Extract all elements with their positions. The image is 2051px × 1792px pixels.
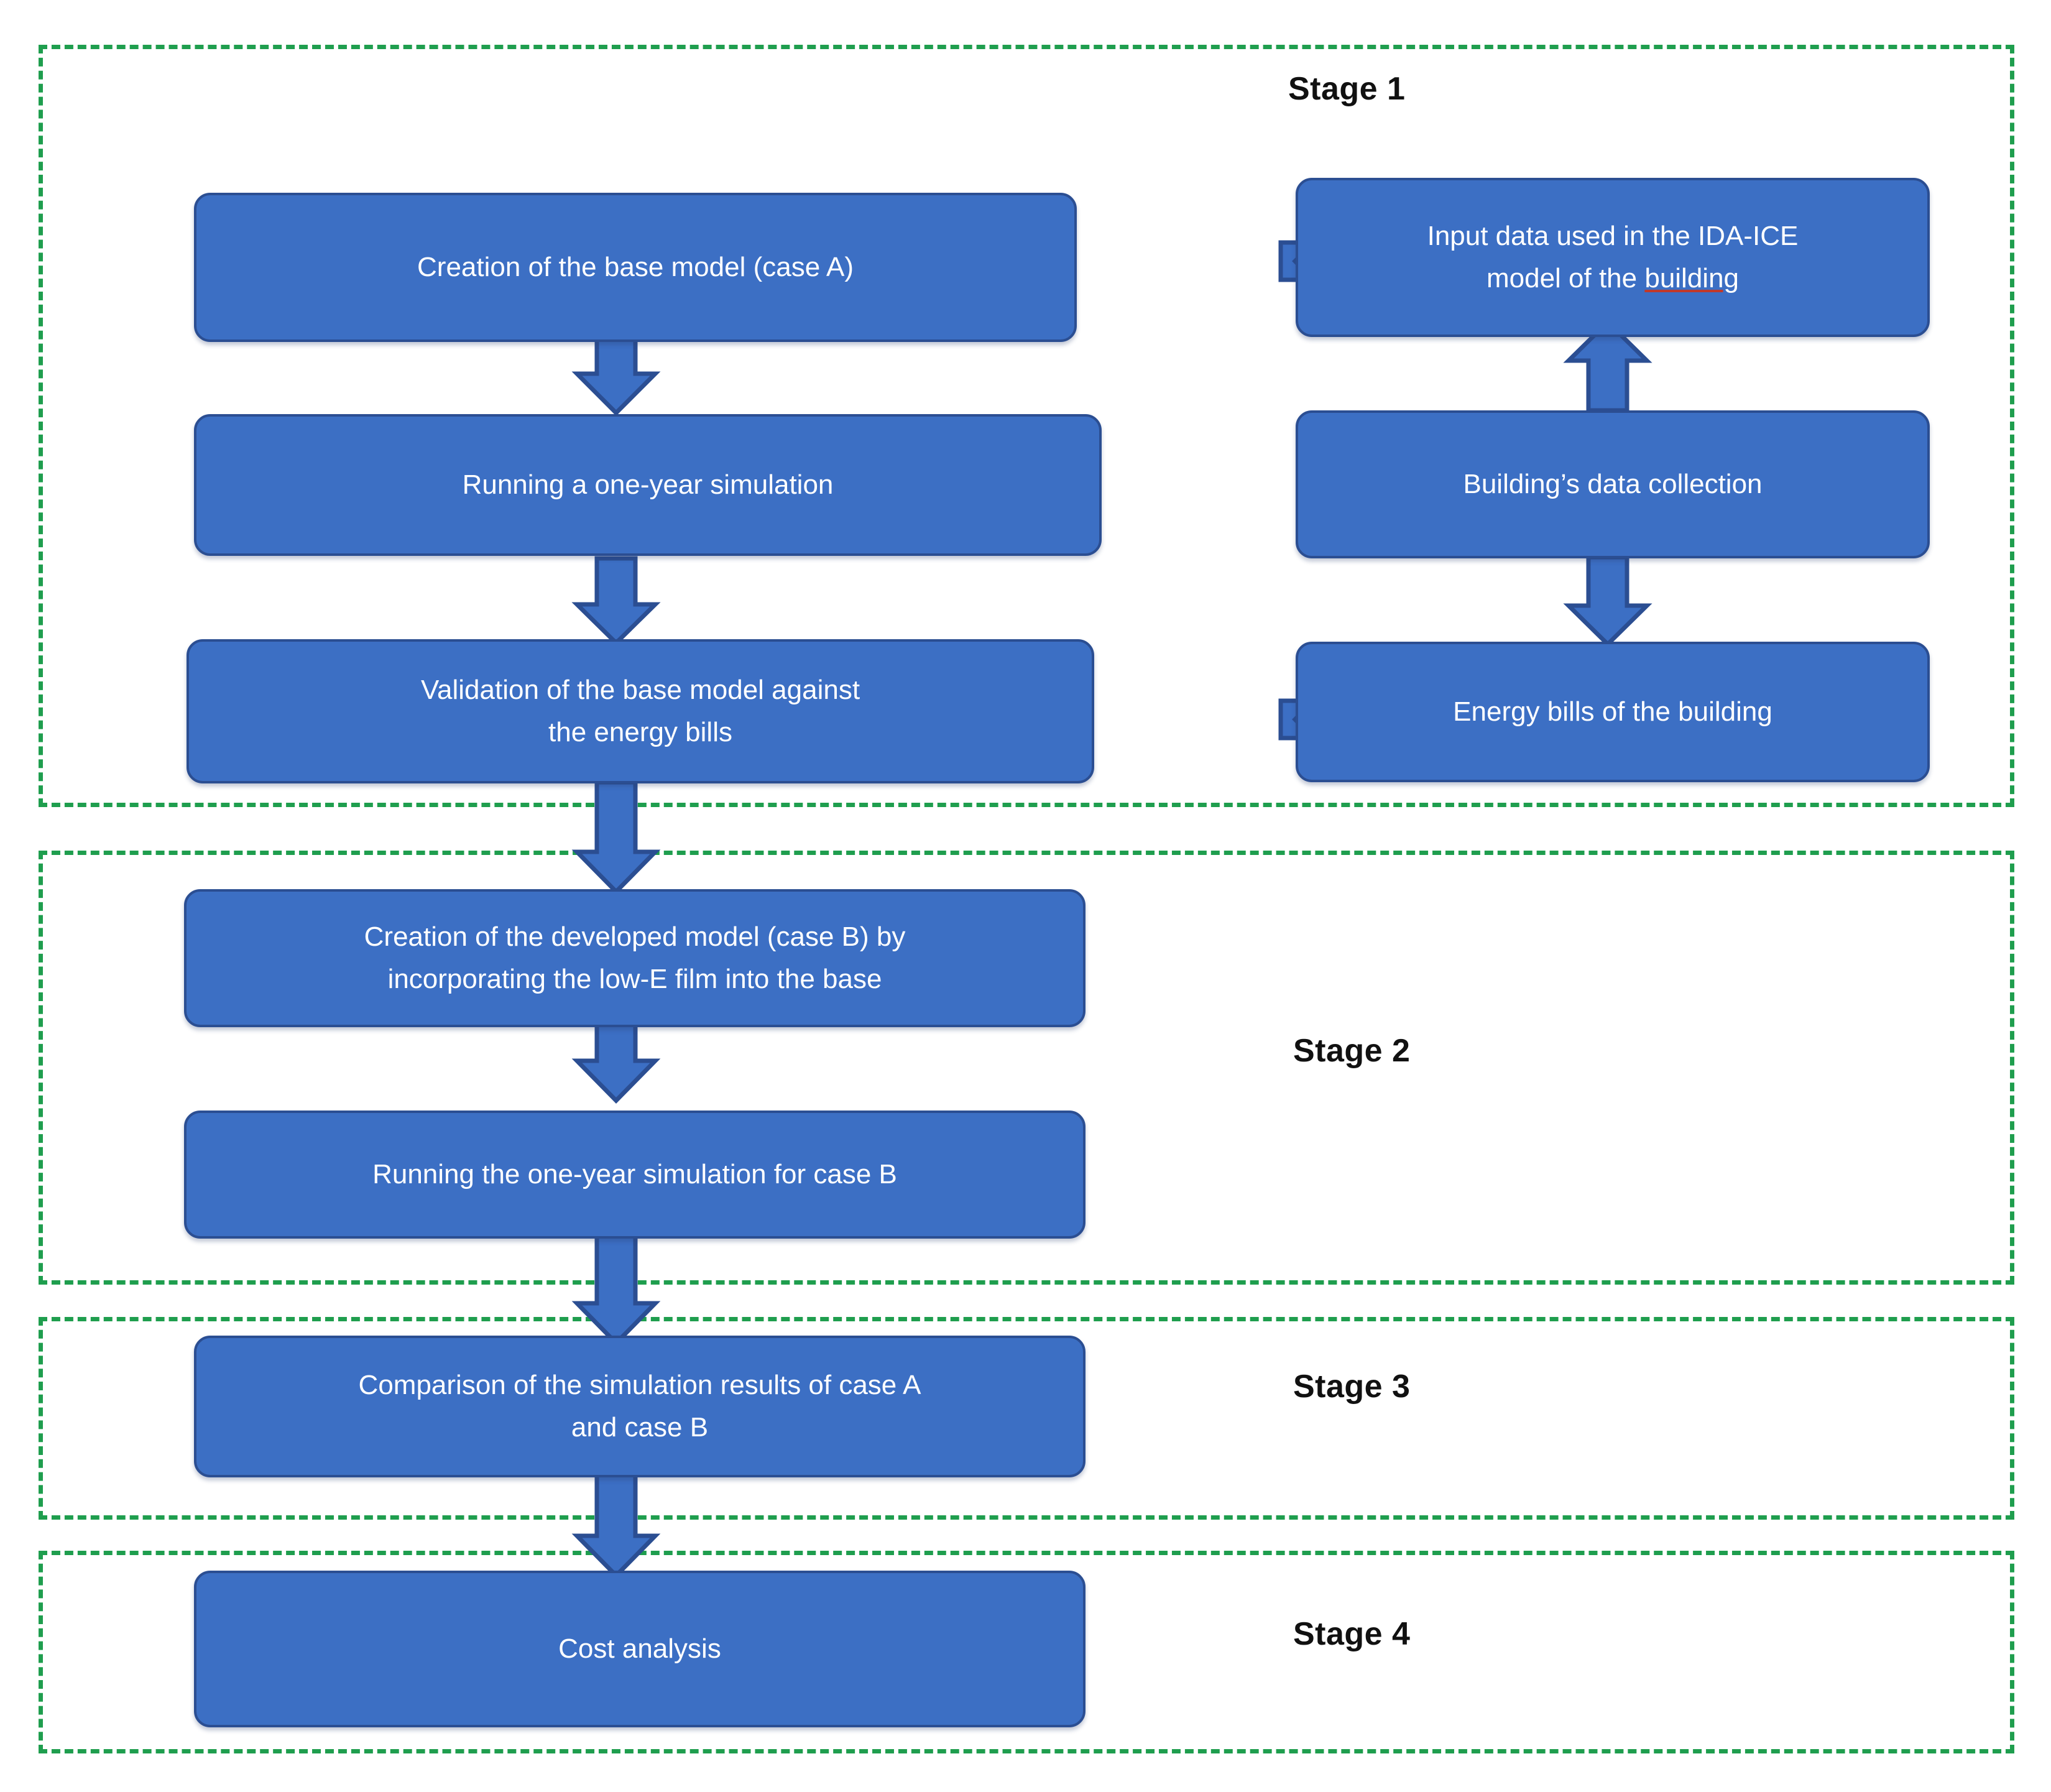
node-energy-bills[interactable]: Energy bills of the building bbox=[1296, 642, 1930, 782]
stage-4-label: Stage 4 bbox=[1293, 1616, 1411, 1652]
node-input-data-line2-prefix: model of the bbox=[1486, 263, 1645, 293]
stage-1-container bbox=[39, 45, 2014, 807]
node-validation[interactable]: Validation of the base model against the… bbox=[187, 639, 1094, 783]
node-run-simulation-b[interactable]: Running the one-year simulation for case… bbox=[184, 1111, 1085, 1239]
stage-3-label: Stage 3 bbox=[1293, 1369, 1411, 1405]
node-base-model[interactable]: Creation of the base model (case A) bbox=[194, 193, 1077, 342]
node-data-collection-label: Building’s data collection bbox=[1463, 468, 1763, 499]
stage-2-label: Stage 2 bbox=[1293, 1033, 1411, 1069]
node-validation-label: Validation of the base model against the… bbox=[205, 669, 1076, 754]
node-comparison[interactable]: Comparison of the simulation results of … bbox=[194, 1336, 1085, 1477]
stage-3-container bbox=[39, 1317, 2014, 1520]
node-comparison-line2: and case B bbox=[571, 1412, 709, 1443]
node-developed-model-label: Creation of the developed model (case B)… bbox=[203, 916, 1067, 1000]
node-input-data-line2-misspelled: building bbox=[1644, 263, 1740, 293]
node-developed-model-line1: Creation of the developed model (case B)… bbox=[364, 921, 906, 952]
node-data-collection[interactable]: Building’s data collection bbox=[1296, 410, 1930, 558]
node-developed-model[interactable]: Creation of the developed model (case B)… bbox=[184, 889, 1085, 1027]
node-base-model-label: Creation of the base model (case A) bbox=[417, 251, 854, 282]
stage-4-container bbox=[39, 1551, 2014, 1753]
node-input-data[interactable]: Input data used in the IDA-ICE model of … bbox=[1296, 178, 1930, 337]
node-run-simulation-a[interactable]: Running a one-year simulation bbox=[194, 414, 1102, 556]
node-comparison-label: Comparison of the simulation results of … bbox=[213, 1364, 1067, 1449]
stage-2-container bbox=[39, 851, 2014, 1285]
node-input-data-line1: Input data used in the IDA-ICE bbox=[1427, 220, 1799, 251]
node-run-simulation-a-label: Running a one-year simulation bbox=[462, 469, 834, 500]
stage-1-label: Stage 1 bbox=[1288, 71, 1406, 107]
node-cost-analysis[interactable]: Cost analysis bbox=[194, 1571, 1085, 1727]
node-comparison-line1: Comparison of the simulation results of … bbox=[358, 1369, 921, 1400]
node-developed-model-line2: incorporating the low-E film into the ba… bbox=[387, 964, 882, 994]
node-run-simulation-b-label: Running the one-year simulation for case… bbox=[372, 1158, 897, 1189]
node-validation-line1: Validation of the base model against bbox=[420, 674, 860, 705]
node-cost-analysis-label: Cost analysis bbox=[558, 1633, 721, 1664]
node-energy-bills-label: Energy bills of the building bbox=[1453, 696, 1772, 727]
node-input-data-label: Input data used in the IDA-ICE model of … bbox=[1314, 215, 1911, 300]
node-validation-line2: the energy bills bbox=[548, 717, 732, 747]
